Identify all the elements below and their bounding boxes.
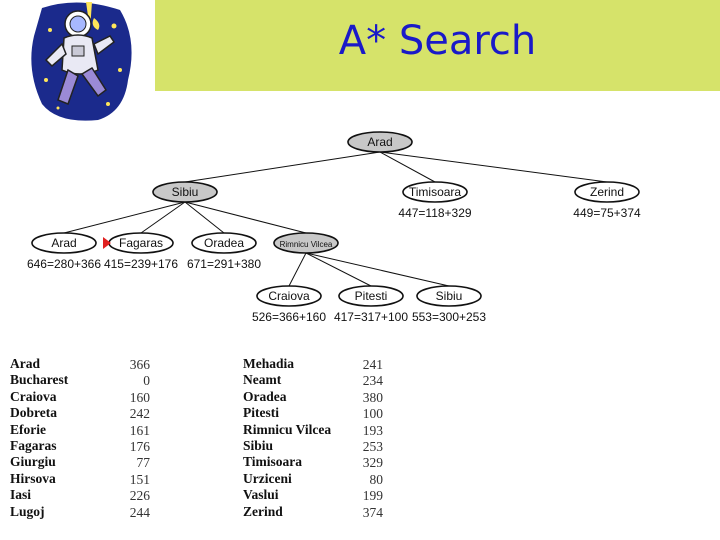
tree-edge-sibiu-fagaras	[140, 201, 186, 234]
node-label: Sibiu	[172, 185, 199, 199]
heuristic-value-sibiu: 253	[362, 438, 383, 454]
heuristic-value-rimnicu-vilcea: 193	[362, 422, 383, 438]
node-ellipse	[347, 131, 413, 153]
heuristic-city-mehadia: Mehadia	[243, 356, 295, 371]
heuristic-value-craiova: 160	[129, 389, 150, 405]
heuristic-city-bucharest: Bucharest	[10, 372, 69, 388]
node-ellipse	[191, 232, 257, 254]
tree-edge-arad_root-sibiu	[184, 151, 381, 183]
heuristic-city-fagaras: Fagaras	[10, 437, 57, 453]
node-label: Arad	[51, 236, 76, 250]
node-ellipse	[273, 232, 339, 254]
tree-edge-arad_root-zerind	[379, 151, 608, 183]
tree-node-sibiu2: Sibiu 553=300+253	[412, 285, 486, 324]
slide-title: A* Search	[338, 18, 537, 64]
heuristic-value-bucharest: 0	[143, 373, 150, 389]
node-label: Sibiu	[436, 289, 463, 303]
node-ellipse	[574, 181, 640, 203]
heuristic-city-craiova: Craiova	[10, 388, 57, 404]
node-ellipse	[338, 285, 404, 307]
heuristic-city-rimnicu-vilcea: Rimnicu Vilcea	[243, 421, 332, 437]
tree-node-timisoara: Timisoara 447=118+329	[398, 181, 472, 220]
heuristic-value-vaslui: 199	[362, 488, 383, 504]
node-label: Craiova	[268, 289, 310, 303]
tree-node-craiova: Craiova 526=366+160	[252, 285, 326, 324]
heuristic-city-hirsova: Hirsova	[10, 470, 56, 486]
tree-node-sibiu: Sibiu	[152, 181, 218, 203]
heuristic-city-giurgiu: Giurgiu	[10, 454, 56, 470]
heuristic-city-zerind: Zerind	[243, 503, 283, 519]
heuristic-value-dobreta: 242	[129, 406, 150, 422]
tree-node-arad_root: Arad	[347, 131, 413, 153]
tree-node-rimnicu: Rimnicu Vilcea	[273, 232, 339, 254]
heuristic-city-neamt: Neamt	[243, 372, 282, 388]
heuristic-value-hirsova: 151	[129, 471, 150, 487]
tree-edge-rimnicu-sibiu2	[305, 252, 450, 287]
node-ellipse	[256, 285, 322, 307]
heuristic-city-oradea: Oradea	[243, 388, 287, 404]
tree-edge-rimnicu-craiova	[288, 252, 307, 287]
tree-node-arad2: Arad 646=280+366	[27, 232, 101, 271]
tree-node-fagaras: Fagaras 415=239+176	[104, 232, 178, 271]
node-score: 646=280+366	[27, 257, 101, 271]
heuristic-value-oradea: 380	[362, 389, 383, 405]
heuristic-city-sibiu: Sibiu	[243, 437, 274, 453]
heuristic-city-dobreta: Dobreta	[10, 405, 57, 421]
title-banner: A* Search	[155, 0, 720, 91]
heuristic-value-lugoj: 244	[129, 504, 150, 520]
node-score: 415=239+176	[104, 257, 178, 271]
node-label: Rimnicu Vilcea	[280, 240, 333, 249]
node-label: Zerind	[590, 185, 624, 199]
node-ellipse	[31, 232, 97, 254]
heuristic-value-arad: 366	[129, 357, 150, 372]
node-label: Fagaras	[119, 236, 163, 250]
node-ellipse	[416, 285, 482, 307]
heuristic-city-timisoara: Timisoara	[243, 454, 303, 470]
tree-edge-sibiu-arad2	[63, 201, 186, 234]
heuristic-value-mehadia: 241	[362, 357, 383, 372]
heuristic-value-timisoara: 329	[362, 455, 383, 471]
node-score: 417=317+100	[334, 310, 408, 324]
heuristic-value-giurgiu: 77	[136, 455, 151, 471]
node-label: Timisoara	[409, 185, 462, 199]
heuristic-city-pitesti: Pitesti	[243, 405, 279, 421]
node-score: 671=291+380	[187, 257, 261, 271]
tree-node-zerind: Zerind 449=75+374	[573, 181, 641, 220]
heuristic-city-iasi: Iasi	[10, 487, 32, 503]
astronaut-clipart-icon	[31, 2, 132, 121]
tree-edge-arad_root-timisoara	[379, 151, 436, 183]
node-score: 526=366+160	[252, 310, 326, 324]
heuristic-value-zerind: 374	[362, 504, 383, 520]
tree-node-pitesti: Pitesti 417=317+100	[334, 285, 408, 324]
node-score: 449=75+374	[573, 206, 641, 220]
heuristic-city-lugoj: Lugoj	[10, 503, 45, 519]
node-score: 553=300+253	[412, 310, 486, 324]
node-label: Pitesti	[355, 289, 388, 303]
heuristic-value-urziceni: 80	[369, 471, 384, 487]
red-triangle-marker-icon	[103, 237, 111, 249]
tree-edge-sibiu-rimnicu	[184, 201, 307, 234]
tree-edge-sibiu-oradea	[184, 201, 225, 234]
node-label: Arad	[367, 135, 392, 149]
heuristic-value-iasi: 226	[129, 488, 150, 504]
node-score: 447=118+329	[398, 206, 472, 220]
heuristic-city-arad: Arad	[10, 356, 40, 371]
node-ellipse	[402, 181, 468, 203]
heuristic-value-neamt: 234	[362, 373, 383, 389]
heuristic-city-eforie: Eforie	[10, 421, 46, 437]
heuristic-value-eforie: 161	[129, 422, 150, 438]
tree-edge-rimnicu-pitesti	[305, 252, 372, 287]
heuristic-value-fagaras: 176	[129, 438, 150, 454]
node-label: Oradea	[204, 236, 244, 250]
tree-node-oradea: Oradea 671=291+380	[187, 232, 261, 271]
heuristic-value-pitesti: 100	[362, 406, 383, 422]
node-ellipse	[152, 181, 218, 203]
heuristic-city-urziceni: Urziceni	[243, 470, 292, 486]
heuristic-city-vaslui: Vaslui	[243, 487, 279, 503]
